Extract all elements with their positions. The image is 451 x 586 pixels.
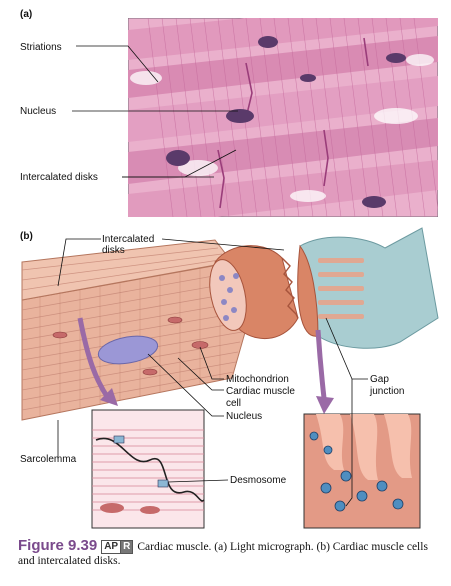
apr-badge-right: R <box>121 540 134 554</box>
label-nucleus-a: Nucleus <box>20 106 57 117</box>
label-gap-line2: junction <box>370 386 405 397</box>
disk-interdigitation <box>281 257 299 319</box>
panel-b-tag: (b) <box>20 231 33 242</box>
cross-section-dots <box>219 273 239 321</box>
label-cardiac-cell-line2: cell <box>226 398 242 409</box>
label-sarcolemma: Sarcolemma <box>20 454 77 465</box>
caption-text: Cardiac muscle. (a) Light micrograph. (b… <box>18 541 428 567</box>
label-desmosome: Desmosome <box>230 475 287 486</box>
light-micrograph <box>128 18 438 217</box>
label-intercalated-b-line2: disks <box>102 245 125 256</box>
zoom-arrowhead-right <box>316 396 334 414</box>
adjacent-cell-ridges <box>318 258 364 319</box>
label-striations: Striations <box>20 42 62 53</box>
inset-membrane-boundary <box>95 437 205 502</box>
label-gap-line1: Gap <box>370 374 389 385</box>
zoom-arrowhead-left <box>100 388 118 406</box>
apr-badge-left: AP <box>101 540 122 554</box>
label-cardiac-cell-line1: Cardiac muscle <box>226 386 295 397</box>
label-intercalated-b-line1: Intercalated <box>102 234 155 245</box>
inset-junction-plaques <box>113 435 169 488</box>
striation-lines <box>147 18 438 217</box>
nucleus-illustration <box>97 335 159 365</box>
label-mitochondrion: Mitochondrion <box>226 374 289 385</box>
zoom-arrow-left <box>77 317 111 400</box>
label-nucleus-b: Nucleus <box>226 411 263 422</box>
zoom-arrow-right <box>315 329 327 399</box>
figure-number: Figure 9.39 <box>18 537 98 554</box>
inset-left-fibers <box>92 429 204 511</box>
panel-a-tag: (a) <box>20 9 33 20</box>
inset-mitochondria <box>100 503 160 514</box>
label-intercalated-a: Intercalated disks <box>20 172 98 183</box>
